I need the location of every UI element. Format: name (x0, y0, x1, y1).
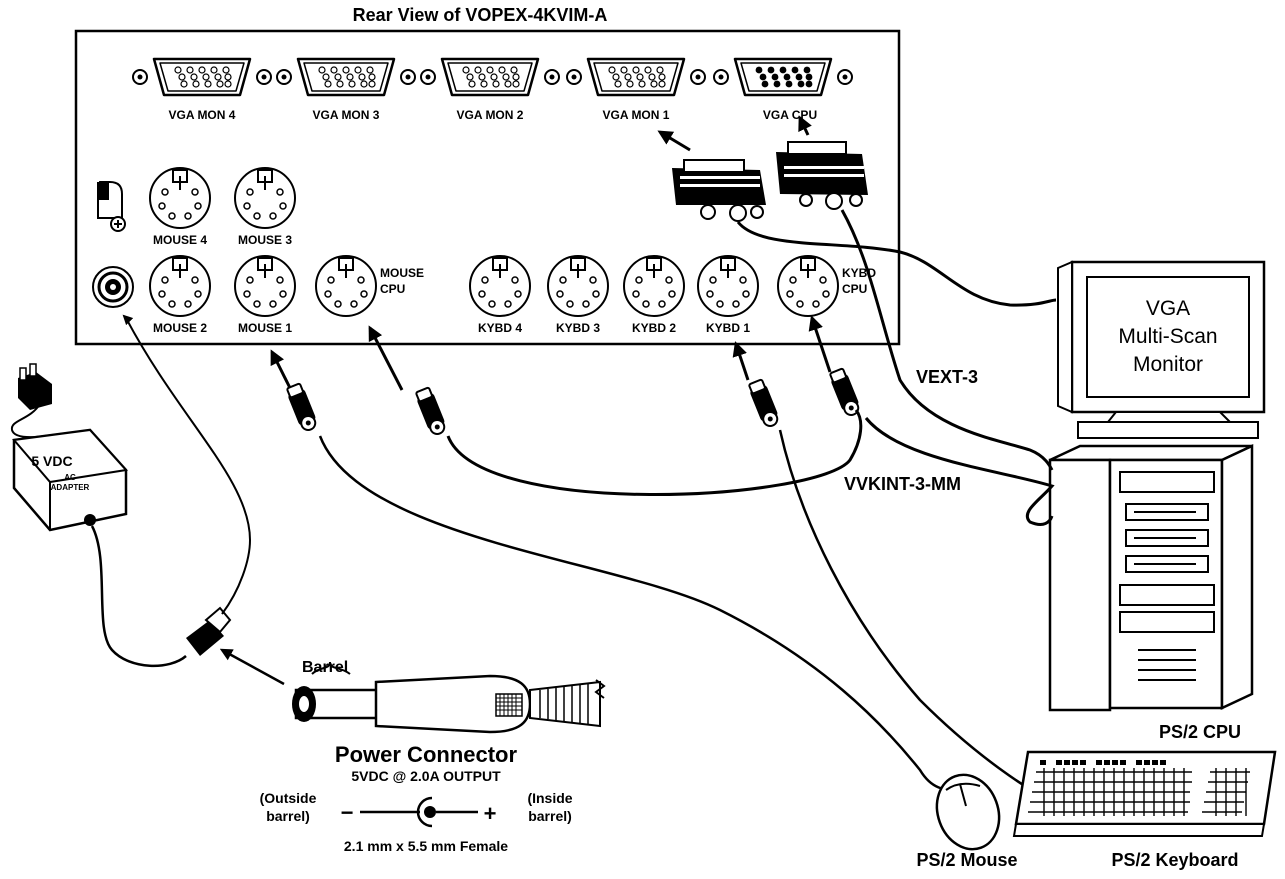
vga-plug-mon-1 (672, 159, 766, 222)
polarity-plus: + (484, 801, 497, 826)
kybd-2-port (623, 255, 685, 317)
label-vvkint-cable: VVKINT-3-MM (844, 474, 961, 494)
monitor-label-line3: Monitor (1133, 353, 1203, 376)
label-outside-line2: barrel) (266, 808, 310, 824)
label-outside-line1: (Outside (260, 790, 317, 806)
diagram-title: Rear View of VOPEX-4KVIM-A (353, 5, 608, 25)
arrow-dc-jack (122, 314, 134, 326)
label-mouse-cpu-line1: MOUSE (380, 266, 424, 280)
adapter-label-line2: AC (64, 473, 76, 482)
arrow-vga-cpu (798, 115, 812, 136)
plug-kybd-1 (745, 377, 783, 430)
label-power-output: 5VDC @ 2.0A OUTPUT (351, 768, 501, 784)
kybd-3-port (547, 255, 609, 317)
label-vga-mon-1: VGA MON 1 (603, 108, 670, 122)
kybd-cpu-port (777, 255, 839, 317)
label-kybd-4: KYBD 4 (478, 321, 522, 335)
label-kybd-1: KYBD 1 (706, 321, 750, 335)
ground-clip-icon (97, 181, 126, 232)
label-ps2-mouse: PS/2 Mouse (916, 850, 1017, 870)
mouse-2-port (149, 255, 211, 317)
barrel-plug-icon (186, 606, 232, 656)
kybd-4-port (469, 255, 531, 317)
vga-monitor (1057, 260, 1266, 439)
mouse-cable (318, 435, 957, 792)
power-connector-icon (292, 661, 606, 734)
label-connector-spec: 2.1 mm x 5.5 mm Female (344, 838, 508, 854)
ps2-keyboard-icon (1012, 750, 1277, 837)
mouse-4-port (149, 167, 211, 229)
plug-mouse-cpu (412, 385, 450, 438)
label-vga-mon-4: VGA MON 4 (169, 108, 236, 122)
label-inside-line2: barrel) (528, 808, 572, 824)
label-power-connector: Power Connector (335, 742, 518, 767)
arrow-mouse-cpu (368, 325, 404, 391)
vga-plug-cpu (776, 141, 868, 210)
ps2-mouse-icon (935, 773, 1001, 851)
monitor-label-line2: Multi-Scan (1118, 325, 1217, 348)
monitor-label-line1: VGA (1146, 297, 1190, 320)
label-kybd-cpu-line2: CPU (842, 282, 867, 296)
vext-cable (736, 209, 1057, 471)
ps2-cpu-tower (1048, 444, 1254, 712)
label-ps2-cpu: PS/2 CPU (1159, 722, 1241, 742)
label-mouse-2: MOUSE 2 (153, 321, 207, 335)
label-barrel: Barrel (302, 659, 348, 676)
kybd-1-port (697, 255, 759, 317)
label-mouse-cpu-line2: CPU (380, 282, 405, 296)
label-mouse-4: MOUSE 4 (153, 233, 207, 247)
arrow-vga-mon-1 (657, 130, 691, 152)
vvkint-cable (446, 409, 1055, 526)
polarity-symbol-icon (360, 796, 478, 828)
polarity-minus: − (341, 800, 354, 825)
adapter-label-line3: ADAPTER (51, 483, 90, 492)
label-kybd-3: KYBD 3 (556, 321, 600, 335)
label-inside-line1: (Inside (527, 790, 572, 806)
label-vga-mon-2: VGA MON 2 (457, 108, 524, 122)
adapter-label-line1: 5 VDC (31, 453, 72, 469)
label-vext-cable: VEXT-3 (916, 367, 978, 387)
plug-mouse-1 (283, 381, 321, 434)
dc-cord (125, 317, 252, 615)
mouse-1-port (234, 255, 296, 317)
mouse-3-port (234, 167, 296, 229)
label-ps2-keyboard: PS/2 Keyboard (1111, 850, 1238, 870)
label-kybd-2: KYBD 2 (632, 321, 676, 335)
arrow-kybd-1 (732, 341, 750, 381)
adapter-cable (90, 525, 187, 667)
label-mouse-1: MOUSE 1 (238, 321, 292, 335)
arrow-power-plug (219, 648, 285, 686)
dc-power-jack-icon (92, 266, 134, 308)
label-vga-cpu: VGA CPU (763, 108, 817, 122)
label-mouse-3: MOUSE 3 (238, 233, 292, 247)
mouse-cpu-port (315, 255, 377, 317)
label-vga-mon-3: VGA MON 3 (313, 108, 380, 122)
ac-adapter-icon (10, 363, 128, 532)
arrow-mouse-1 (270, 349, 292, 389)
arrow-kybd-cpu (808, 315, 832, 373)
